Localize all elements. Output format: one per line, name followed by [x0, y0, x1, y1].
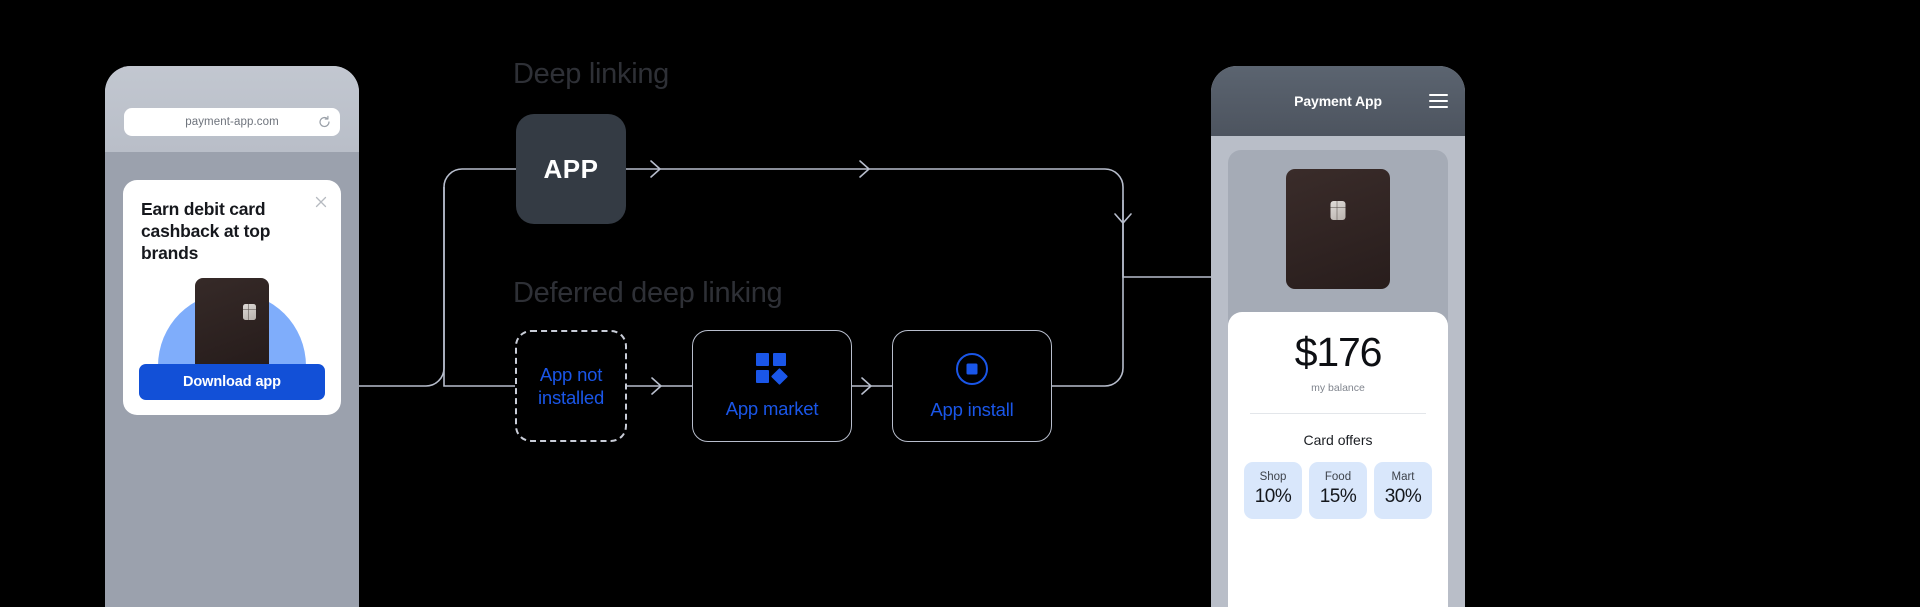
url-text: payment-app.com	[185, 116, 279, 128]
debit-card-graphic	[1286, 169, 1390, 289]
promo-illustration	[123, 278, 341, 366]
circle-square-icon	[955, 352, 989, 386]
illustration-debit-card	[195, 278, 269, 366]
offer-name: Mart	[1391, 471, 1415, 483]
offer-value: 30%	[1384, 486, 1422, 507]
promo-title: Earn debit card cashback at top brands	[141, 199, 271, 264]
offer-value: 15%	[1319, 486, 1357, 507]
card-offers-title: Card offers	[1303, 432, 1373, 448]
card-chip-icon	[1330, 201, 1346, 220]
offer-name: Shop	[1259, 471, 1287, 483]
divider	[1250, 413, 1426, 414]
card-chip-icon	[243, 304, 256, 320]
offer-tile[interactable]: Mart 30%	[1374, 462, 1432, 519]
reload-icon[interactable]	[318, 115, 331, 129]
grid-squares-icon	[756, 352, 788, 385]
card-offers-row: Shop 10% Food 15% Mart 30%	[1228, 462, 1448, 519]
node-app-market-label: App market	[725, 397, 819, 419]
balance-panel: $176 my balance Card offers Shop 10% Foo…	[1228, 312, 1448, 607]
url-bar[interactable]: payment-app.com	[124, 108, 340, 136]
node-app-install[interactable]: App install	[892, 330, 1052, 442]
section-label-deep-linking: Deep linking	[513, 58, 669, 90]
promo-popup: Earn debit card cashback at top brands D…	[123, 180, 341, 415]
browser-phone: payment-app.com Earn debit card cashback…	[105, 66, 359, 607]
offer-tile[interactable]: Shop 10%	[1244, 462, 1302, 519]
section-label-deferred-deep-linking: Deferred deep linking	[513, 277, 783, 309]
offer-name: Food	[1324, 471, 1352, 483]
node-app-label: APP	[543, 153, 599, 184]
app-title: Payment App	[1294, 93, 1382, 109]
node-app-not-installed[interactable]: App not installed	[515, 330, 627, 442]
browser-toolbar: payment-app.com	[105, 66, 359, 152]
hamburger-menu-icon[interactable]	[1429, 94, 1448, 108]
balance-label: my balance	[1311, 382, 1365, 394]
card-hero-panel	[1228, 150, 1448, 340]
payment-app-phone: Payment App $176 my balance Card offers …	[1211, 66, 1465, 607]
node-app[interactable]: APP	[516, 114, 626, 224]
download-app-button[interactable]: Download app	[139, 364, 325, 400]
node-app-install-label: App install	[930, 398, 1014, 420]
node-app-market[interactable]: App market	[692, 330, 852, 442]
node-app-not-installed-label: App not installed	[537, 363, 605, 408]
app-content: $176 my balance Card offers Shop 10% Foo…	[1211, 136, 1465, 607]
offer-tile[interactable]: Food 15%	[1309, 462, 1367, 519]
offer-value: 10%	[1254, 486, 1292, 507]
close-icon[interactable]	[313, 194, 329, 210]
balance-amount: $176	[1294, 329, 1383, 375]
app-header: Payment App	[1211, 66, 1465, 136]
